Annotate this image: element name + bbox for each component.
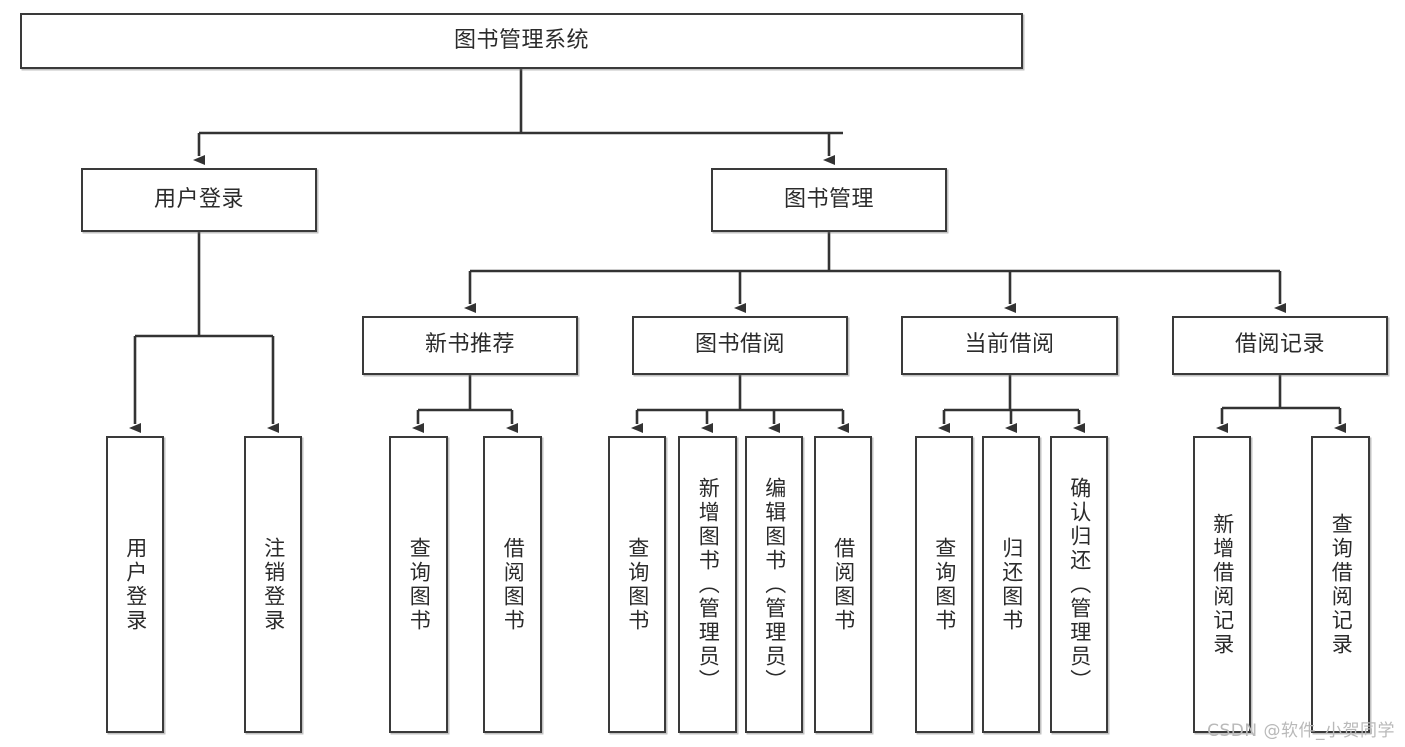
node-leaf-edit-book[interactable]: 编辑图书（管理员）: [745, 436, 803, 733]
node-leaf-logout[interactable]: 注销登录: [244, 436, 302, 733]
node-leaf-add-record[interactable]: 新增借阅记录: [1193, 436, 1251, 733]
node-book-borrow[interactable]: 图书借阅: [632, 316, 848, 375]
node-leaf-query-book-1-label: 查询图书: [407, 536, 432, 633]
node-new-book-recommend[interactable]: 新书推荐: [362, 316, 578, 375]
node-leaf-query-record[interactable]: 查询借阅记录: [1311, 436, 1370, 733]
node-book-manage-label: 图书管理: [783, 186, 874, 212]
node-book-manage[interactable]: 图书管理: [711, 168, 947, 232]
node-leaf-borrow-book-1-label: 借阅图书: [501, 536, 526, 633]
node-borrow-record[interactable]: 借阅记录: [1172, 316, 1388, 375]
node-leaf-query-book-2[interactable]: 查询图书: [608, 436, 666, 733]
node-leaf-edit-book-label: 编辑图书（管理员）: [762, 476, 787, 693]
node-borrow-record-label: 借阅记录: [1234, 332, 1325, 358]
node-user-login-label: 用户登录: [153, 186, 244, 212]
node-book-borrow-label: 图书借阅: [694, 332, 785, 358]
edge-new-book-recommend-to-leaves: [412, 375, 518, 433]
node-leaf-query-book-3[interactable]: 查询图书: [915, 436, 973, 733]
node-leaf-borrow-book-2-label: 借阅图书: [831, 536, 856, 633]
node-current-borrow-label: 当前借阅: [964, 332, 1055, 358]
node-leaf-borrow-book-1[interactable]: 借阅图书: [483, 436, 542, 733]
node-user-login[interactable]: 用户登录: [81, 168, 317, 232]
edge-user-login-to-leaves: [129, 232, 279, 433]
node-leaf-query-book-1[interactable]: 查询图书: [389, 436, 448, 733]
node-leaf-add-book-label: 新增图书（管理员）: [696, 476, 721, 693]
node-leaf-user-login[interactable]: 用户登录: [106, 436, 164, 733]
node-leaf-query-book-2-label: 查询图书: [625, 536, 650, 633]
node-current-borrow[interactable]: 当前借阅: [901, 316, 1118, 375]
node-root-label: 图书管理系统: [453, 27, 589, 53]
node-leaf-confirm-return[interactable]: 确认归还（管理员）: [1050, 436, 1108, 733]
node-leaf-confirm-return-label: 确认归还（管理员）: [1067, 476, 1092, 693]
node-leaf-add-book[interactable]: 新增图书（管理员）: [678, 436, 737, 733]
node-leaf-logout-label: 注销登录: [261, 536, 286, 633]
edge-current-borrow-to-leaves: [938, 375, 1085, 433]
node-leaf-return-book[interactable]: 归还图书: [982, 436, 1040, 733]
node-leaf-query-book-3-label: 查询图书: [932, 536, 957, 633]
edge-borrow-record-to-leaves: [1216, 375, 1346, 433]
node-new-book-recommend-label: 新书推荐: [424, 332, 515, 358]
node-leaf-user-login-label: 用户登录: [123, 536, 148, 633]
node-leaf-return-book-label: 归还图书: [999, 536, 1024, 633]
watermark-text: CSDN @软件_小贺同学: [1207, 721, 1395, 741]
node-leaf-borrow-book-2[interactable]: 借阅图书: [814, 436, 872, 733]
edge-root-to-level1: [193, 69, 843, 165]
edge-book-borrow-to-leaves: [631, 375, 849, 433]
node-leaf-add-record-label: 新增借阅记录: [1210, 512, 1235, 657]
node-leaf-query-record-label: 查询借阅记录: [1329, 512, 1354, 657]
edge-book-manage-to-level2: [464, 232, 1286, 313]
node-root[interactable]: 图书管理系统: [20, 13, 1023, 69]
